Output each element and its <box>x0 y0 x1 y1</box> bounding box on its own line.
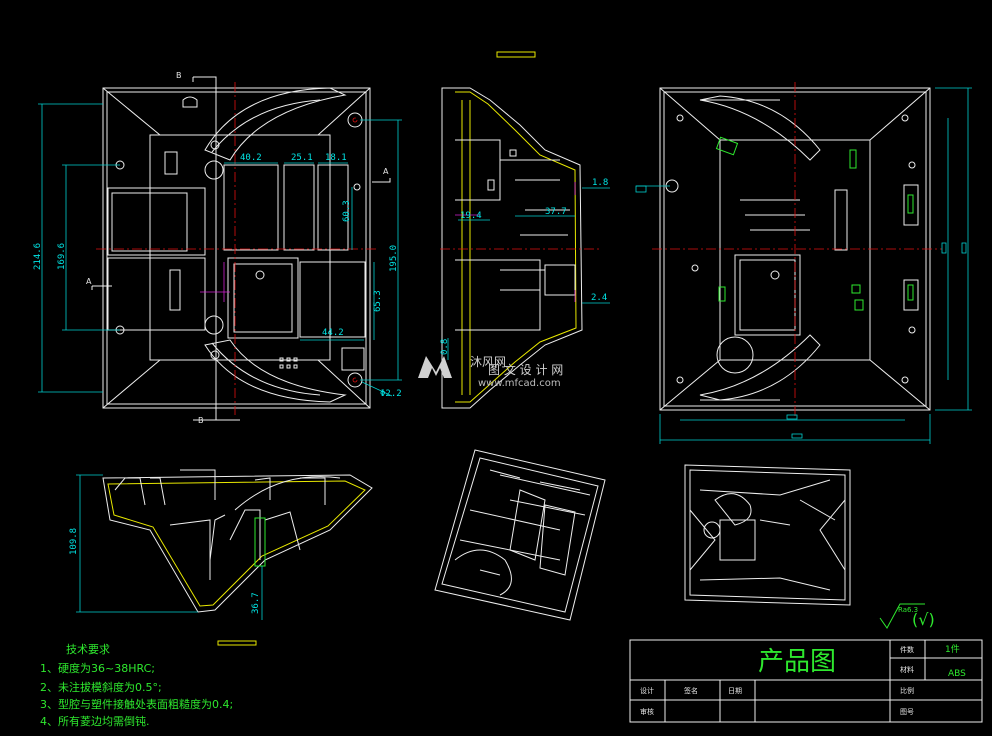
tb-signature-label: 签名 <box>684 686 698 695</box>
tb-date-label: 日期 <box>728 687 742 695</box>
tech-requirement-4: 4、所有菱边均需倒钝. <box>40 714 150 728</box>
tb-material-value: ABS <box>948 669 966 679</box>
tb-material-label: 材料 <box>900 665 914 674</box>
dim-hole-spacing-right: 195.0 <box>389 245 399 272</box>
watermark-cn: 图 文 设 计 网 <box>488 362 563 377</box>
section-label-b-bottom: B <box>198 416 204 425</box>
section-label-a-right: A <box>383 167 389 176</box>
persp-dim-36-7: 36.7 <box>251 592 261 614</box>
tb-scale-label: 比例 <box>900 686 914 695</box>
section-view-dimension-lines <box>447 187 610 360</box>
watermark <box>418 356 452 378</box>
roughness-parenthetical: (√) <box>912 610 935 629</box>
sec-dim-37-7: 37.7 <box>545 207 567 217</box>
title-block-title: 产品图 <box>758 647 836 677</box>
watermark-en: www.mfcad.com <box>478 378 561 389</box>
bottom-view <box>652 82 942 418</box>
section-view <box>440 87 600 409</box>
tech-requirement-2: 2、未注拔模斜度为0.5°; <box>40 680 162 694</box>
section-label-b-top: B <box>176 71 182 80</box>
tb-quantity-value: 1件 <box>945 643 960 655</box>
title-block <box>629 639 983 723</box>
watermark-mark: 沐风网 <box>470 355 506 369</box>
tech-requirement-3: 3、型腔与塑件接触处表面粗糙度为0.4; <box>40 697 233 711</box>
perspective-dimension-lines <box>76 474 263 620</box>
dim-25-1: 25.1 <box>291 153 313 163</box>
tb-quantity-label: 件数 <box>900 645 914 654</box>
isometric-view-front <box>434 449 606 621</box>
tb-drawing-no-label: 图号 <box>900 708 914 716</box>
dim-hole-spacing-left: 169.6 <box>57 243 67 270</box>
sec-dim-0-8: 0.8 <box>440 339 450 355</box>
sec-dim-19-4: 19.4 <box>460 211 482 221</box>
sec-dim-2-4: 2.4 <box>591 293 607 303</box>
tech-requirements-title: 技术要求 <box>66 643 110 656</box>
dim-60-3: 60.3 <box>342 200 352 222</box>
sec-dim-1-8: 1.8 <box>592 178 608 188</box>
persp-dim-height: 109.8 <box>69 528 79 555</box>
dim-44-2: 44.2 <box>322 328 344 338</box>
top-view-dimension-lines <box>38 103 402 397</box>
tb-designer-label: 设计 <box>640 686 654 695</box>
top-view <box>91 76 391 421</box>
roughness-value: Ra6.3 <box>898 606 918 614</box>
tb-reviewer-label: 审核 <box>640 707 654 716</box>
bottom-view-dimension-lines <box>636 87 972 444</box>
perspective-section-view <box>102 469 373 613</box>
dim-hole-diameter: Φ2.2 <box>380 389 402 399</box>
isometric-view-back <box>684 464 851 606</box>
view-name-marker-bottom <box>217 640 257 646</box>
tech-requirement-1: 1、硬度为36~38HRC; <box>40 661 155 675</box>
dim-18-1: 18.1 <box>325 153 347 163</box>
bottom-view-dim-text-boxes <box>635 185 967 439</box>
dim-40-2: 40.2 <box>240 153 262 163</box>
view-name-marker-top <box>496 51 536 58</box>
section-label-a-left: A <box>86 277 92 286</box>
dim-65-3: 65.3 <box>373 290 383 312</box>
dim-overall-height: 214.6 <box>33 243 43 270</box>
roughness-symbol <box>879 603 925 629</box>
